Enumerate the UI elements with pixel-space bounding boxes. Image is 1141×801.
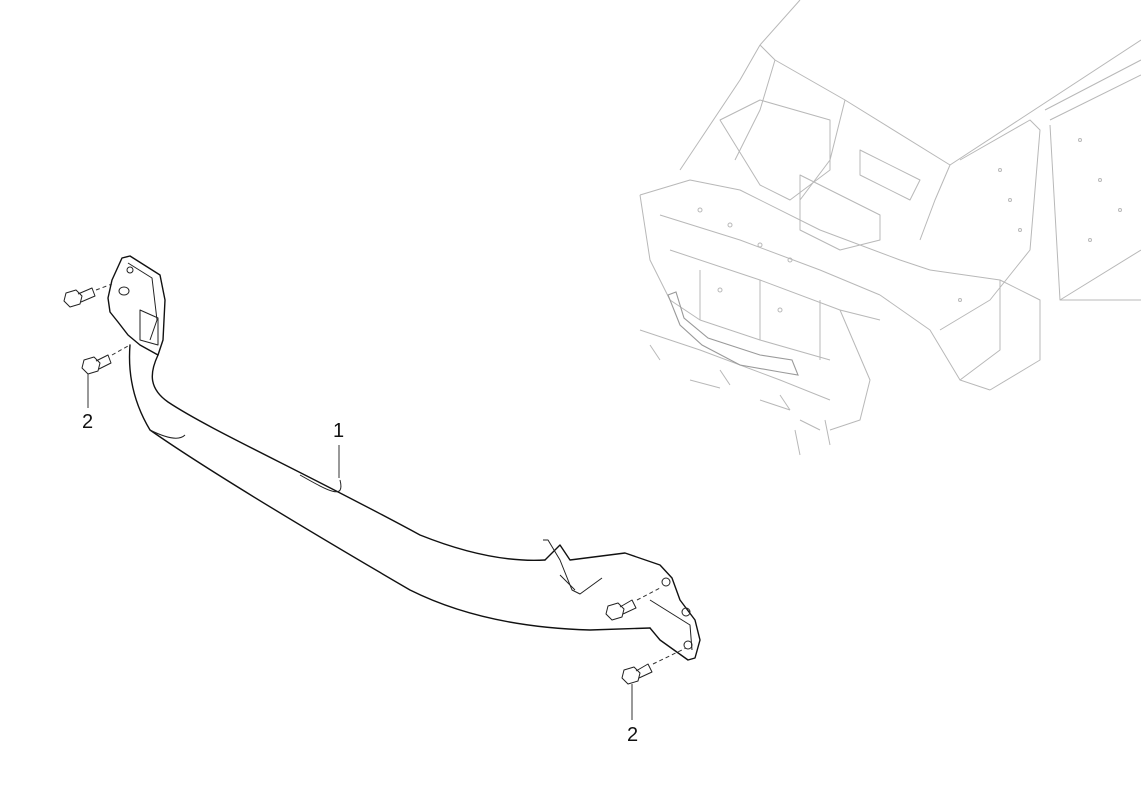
callout-1: 1 (333, 420, 344, 478)
bolt-upper-left (63, 283, 113, 308)
callout-label-1: 1 (333, 420, 344, 442)
bolt-lower-right (621, 647, 687, 685)
callout-label-2-right: 2 (627, 724, 638, 746)
body-holes (697, 138, 1122, 313)
callout-2-left: 2 (82, 374, 93, 433)
callout-label-2-left: 2 (82, 411, 93, 433)
bolt-lower-left (81, 345, 129, 375)
crossmember-part (107, 255, 701, 661)
callout-2-right: 2 (627, 684, 638, 746)
installed-crossmember (667, 291, 799, 376)
bolt-upper-right (605, 587, 661, 621)
vehicle-body-illustration (639, 0, 1141, 456)
